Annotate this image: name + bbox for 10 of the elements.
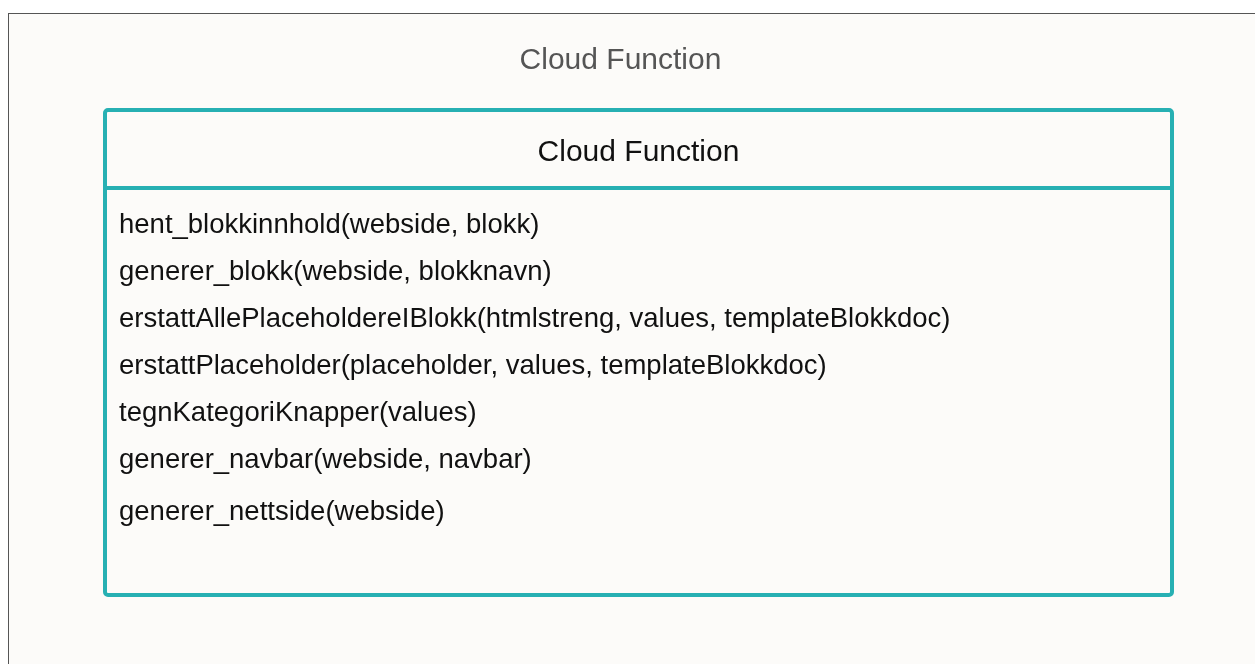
method-signature: generer_nettside(webside) xyxy=(119,495,445,527)
method-signature: hent_blokkinnhold(webside, blokk) xyxy=(119,208,540,240)
method-signature: generer_navbar(webside, navbar) xyxy=(119,443,532,475)
diagram-title: Cloud Function xyxy=(518,42,723,76)
method-signature: generer_blokk(webside, blokknavn) xyxy=(119,255,552,287)
class-name: Cloud Function xyxy=(536,134,741,168)
method-signature: erstattAllePlaceholdereIBlokk(htmlstreng, values, templateBlokkdoc) xyxy=(119,302,951,334)
class-box xyxy=(103,108,1174,597)
method-signature: tegnKategoriKnapper(values) xyxy=(119,396,477,428)
method-signature: erstattPlaceholder(placeholder, values, templateBlokkdoc) xyxy=(119,349,827,381)
